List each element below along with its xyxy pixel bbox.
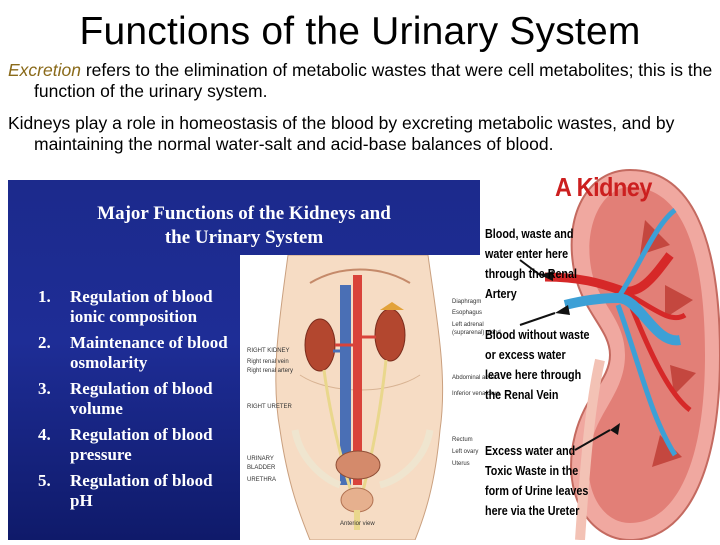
label-urinary: URINARY bbox=[247, 456, 274, 462]
urinary-anatomy-illustration bbox=[240, 255, 480, 540]
function-text: Regulation of blood ionic composition bbox=[70, 287, 213, 326]
label-left-ovary: Left ovary bbox=[452, 449, 479, 455]
renal-vein-label: Blood without waste or excess water leav… bbox=[485, 328, 590, 402]
label-abdominal-aorta: Abdominal aorta bbox=[452, 375, 496, 381]
excretion-paragraph: Excretion refers to the elimination of m… bbox=[8, 60, 713, 101]
renal-artery-label: Blood, waste and water enter here throug… bbox=[485, 227, 577, 301]
label-right-ureter: RIGHT URETER bbox=[247, 404, 292, 410]
label-right-renal-artery: Right renal artery bbox=[247, 368, 294, 374]
function-number: 2. bbox=[38, 333, 51, 352]
excretion-term: Excretion bbox=[8, 60, 81, 80]
label-inferior-vena-cava: Inferior vena cava bbox=[452, 391, 500, 397]
label-bladder: BLADDER bbox=[247, 465, 276, 471]
function-item: 4. Regulation of blood pressure bbox=[38, 425, 238, 465]
label-uterus: Uterus bbox=[452, 461, 470, 467]
functions-panel-title-line2: the Urinary System bbox=[164, 227, 324, 248]
label-diaphragm: Diaphragm bbox=[452, 299, 482, 305]
function-item: 1. Regulation of blood ionic composition bbox=[38, 287, 238, 327]
function-text: Regulation of blood volume bbox=[70, 379, 213, 418]
label-rectum: Rectum bbox=[452, 437, 473, 443]
slide-title: Functions of the Urinary System bbox=[79, 10, 641, 53]
excretion-text: refers to the elimination of metabolic w… bbox=[34, 60, 713, 101]
function-item: 2. Maintenance of blood osmolarity bbox=[38, 333, 238, 373]
function-text: Regulation of blood pressure bbox=[70, 425, 213, 464]
function-number: 4. bbox=[38, 425, 51, 444]
function-item: 3. Regulation of blood volume bbox=[38, 379, 238, 419]
label-suprarenal-gland: (suprarenal) gland bbox=[452, 330, 501, 336]
function-item: 5. Regulation of blood pH bbox=[38, 471, 238, 511]
function-number: 1. bbox=[38, 287, 51, 306]
functions-list: 1.Regulation of blood ionic composition … bbox=[38, 287, 238, 517]
label-anterior-view: Anterior view bbox=[340, 521, 375, 527]
function-text: Regulation of blood pH bbox=[70, 471, 213, 510]
functions-panel-title-line1: Major Functions of the Kidneys and bbox=[97, 203, 391, 224]
homeostasis-paragraph: Kidneys play a role in homeostasis of th… bbox=[8, 113, 675, 154]
ureter-label: Excess water and Toxic Waste in the form… bbox=[485, 444, 589, 518]
label-esophagus: Esophagus bbox=[452, 310, 483, 316]
label-urethra: URETHRA bbox=[247, 477, 277, 483]
kidney-drawing bbox=[519, 168, 720, 542]
kidney-illustration bbox=[480, 165, 720, 542]
kidney-title: A Kidney bbox=[555, 172, 652, 202]
function-number: 5. bbox=[38, 471, 51, 490]
function-number: 3. bbox=[38, 379, 51, 398]
functions-panel-title: Major Functions of the Kidneys and the U… bbox=[8, 202, 480, 250]
label-right-kidney: RIGHT KIDNEY bbox=[247, 348, 290, 354]
function-text: Maintenance of blood osmolarity bbox=[70, 333, 228, 372]
label-right-renal-vein: Right renal vein bbox=[247, 359, 289, 365]
label-left-adrenal: Left adrenal bbox=[452, 322, 484, 328]
urinary-anatomy-drawing bbox=[275, 255, 444, 540]
